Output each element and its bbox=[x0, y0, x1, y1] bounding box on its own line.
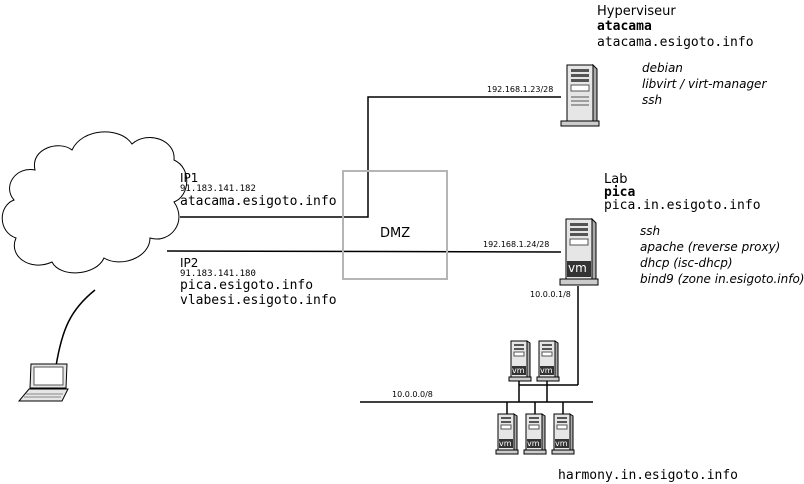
lab-service-item: apache (reverse proxy) bbox=[640, 240, 781, 254]
server-icon bbox=[536, 340, 560, 382]
ip2-domain: vlabesi.esigoto.info bbox=[180, 293, 337, 308]
lan-vm-badge: vm bbox=[540, 366, 553, 375]
lab-role: Lab bbox=[604, 172, 628, 187]
lab-service-item: ssh bbox=[640, 224, 661, 238]
hypervisor-ip: 192.168.1.23/28 bbox=[487, 85, 554, 94]
ip1-address: 91.183.141.182 bbox=[180, 184, 256, 194]
lan-vm-badge: vm bbox=[555, 439, 568, 448]
hypervisor-software-item: ssh bbox=[642, 93, 663, 107]
lan-vm-badge: vm bbox=[512, 366, 525, 375]
ip2-label: IP2 bbox=[180, 256, 199, 270]
server-icon-atacama bbox=[560, 63, 600, 127]
ip1-link bbox=[180, 96, 561, 218]
server-icon-pica bbox=[559, 217, 599, 286]
cluster-name: harmony.in.esigoto.info bbox=[558, 468, 739, 483]
laptop-icon bbox=[17, 363, 69, 402]
ip2-link bbox=[166, 250, 562, 253]
lab-service-item: dhcp (isc-dhcp) bbox=[640, 256, 733, 270]
cloud-icon bbox=[1, 131, 188, 274]
lan-vm-badge: vm bbox=[499, 439, 512, 448]
hypervisor-software-item: libvirt / virt-manager bbox=[642, 77, 767, 91]
lab-ip: 192.168.1.24/28 bbox=[483, 240, 550, 249]
lab-fqdn: pica.in.esigoto.info bbox=[604, 198, 761, 213]
ip2-address: 91.183.141.180 bbox=[180, 269, 256, 279]
dmz-zone bbox=[342, 170, 448, 280]
server-icon bbox=[523, 413, 547, 455]
server-icon bbox=[508, 340, 532, 382]
cloud-laptop-link bbox=[55, 289, 96, 367]
hypervisor-hostname: atacama bbox=[597, 19, 652, 34]
ip1-label: IP1 bbox=[180, 171, 199, 185]
ip2-domain: pica.esigoto.info bbox=[180, 278, 314, 293]
lab-service-item: bind9 (zone in.esigoto.info) bbox=[640, 272, 804, 286]
ip1-domain: atacama.esigoto.info bbox=[180, 194, 337, 209]
dmz-label: DMZ bbox=[380, 226, 411, 241]
lab-hostname: pica bbox=[604, 185, 636, 200]
pica-vm-badge: vm bbox=[568, 261, 587, 275]
hypervisor-software-item: debian bbox=[642, 61, 683, 75]
lan-vm-badge: vm bbox=[527, 439, 540, 448]
lan-subnet: 10.0.0.0/8 bbox=[392, 390, 433, 399]
server-icon bbox=[551, 413, 575, 455]
lab-internal-ip: 10.0.0.1/8 bbox=[530, 290, 571, 299]
hypervisor-role: Hyperviseur bbox=[597, 4, 676, 19]
server-icon bbox=[495, 413, 519, 455]
hypervisor-fqdn: atacama.esigoto.info bbox=[597, 35, 754, 50]
